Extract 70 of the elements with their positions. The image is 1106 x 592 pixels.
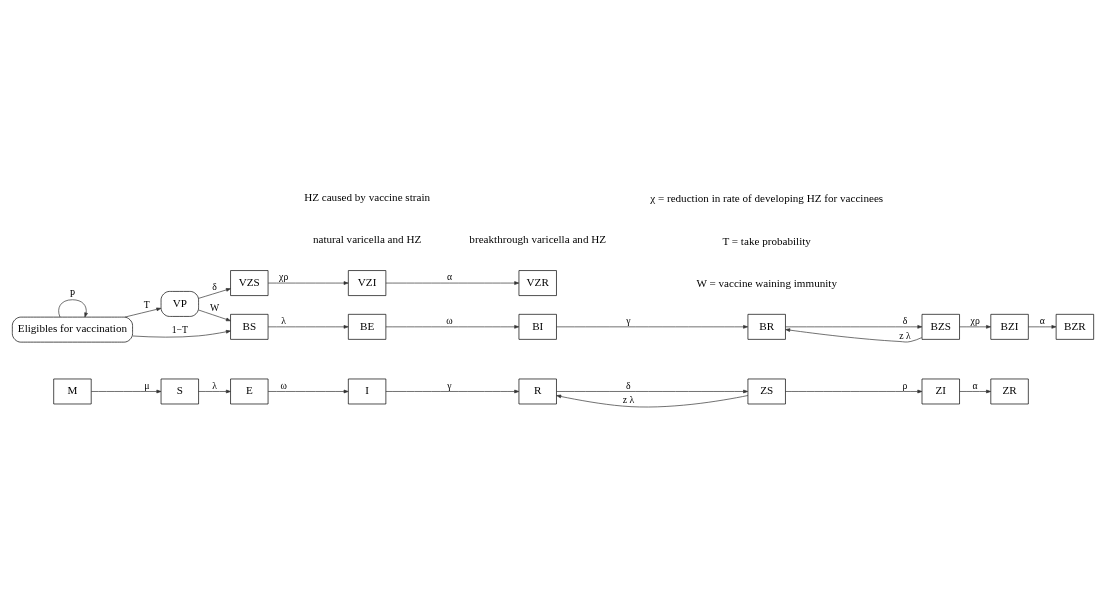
- node-box: I: [348, 378, 387, 404]
- edge-label: 1−T: [171, 323, 188, 335]
- arrow: [959, 324, 991, 329]
- node-box: S: [160, 378, 199, 404]
- arrow: [198, 389, 231, 393]
- label: χ = reduction in rate of developing HZ for vaccinees: [650, 191, 884, 204]
- node-box: VZS: [230, 269, 269, 296]
- arrow: [959, 389, 991, 393]
- node-box: BE: [348, 313, 387, 340]
- arrow: [267, 389, 349, 393]
- edge-label: χρ: [970, 314, 980, 326]
- label: HZ caused by vaccine strain: [304, 190, 431, 203]
- edge-label: λ: [281, 314, 287, 326]
- node-box: VZR: [518, 269, 557, 296]
- node-box: VZI: [348, 269, 387, 296]
- edge-label: χρ: [279, 270, 289, 282]
- arrow: [267, 280, 349, 285]
- arrow: [785, 324, 923, 329]
- edge-label: W: [209, 301, 220, 313]
- label: natural varicella and HZ: [312, 232, 422, 245]
- arrow: [91, 389, 162, 393]
- arrow: [198, 287, 231, 299]
- edge-label: δ: [902, 314, 908, 326]
- node-box: BI: [518, 313, 557, 340]
- arrow: [556, 394, 749, 407]
- edge-label: γ: [447, 379, 452, 391]
- node-box: R: [518, 378, 557, 404]
- arrow: [385, 389, 520, 393]
- node-box: ZR: [990, 378, 1029, 404]
- arrow: [198, 309, 231, 321]
- edge-label: z λ: [622, 393, 635, 405]
- node-box: BR: [747, 313, 786, 340]
- label: T = take probability: [722, 234, 811, 247]
- node-box: BZI: [990, 313, 1029, 340]
- edge-label: ρ: [902, 379, 908, 391]
- edge-label: ω: [446, 314, 453, 326]
- node-box: BS: [230, 313, 269, 340]
- arrow: [267, 324, 349, 329]
- label: W = vaccine waining immunity: [696, 276, 837, 289]
- edge-label: α: [446, 270, 452, 282]
- node-box: BZS: [921, 313, 960, 340]
- edge-label: ω: [280, 379, 287, 391]
- node-box: Eligibles for vaccination: [12, 316, 133, 342]
- node-box: ZS: [747, 378, 786, 404]
- arrow: [556, 324, 748, 329]
- edge-label: γ: [626, 314, 631, 326]
- arrow: [385, 324, 520, 329]
- edge-label: T: [143, 298, 150, 310]
- node-box: VP: [160, 290, 199, 317]
- node-box: M: [53, 378, 92, 404]
- edge-label: δ: [212, 280, 217, 292]
- edge-label: z λ: [899, 329, 911, 341]
- edge-label: δ: [626, 379, 631, 391]
- edge-label: α: [1039, 314, 1045, 326]
- arrow: [556, 389, 748, 393]
- node-box: E: [230, 378, 269, 404]
- arrow: [58, 298, 88, 317]
- arrow: [1028, 324, 1057, 329]
- node-box: BZR: [1055, 313, 1094, 340]
- node-box: ZI: [921, 378, 960, 404]
- arrow: [785, 327, 923, 342]
- label: breakthrough varicella and HZ: [469, 232, 607, 245]
- arrow: [785, 389, 923, 393]
- edge-label: P: [69, 287, 76, 299]
- arrow: [124, 307, 162, 317]
- edge-label: λ: [212, 379, 217, 391]
- arrow: [132, 329, 231, 337]
- edge-label: μ: [144, 379, 150, 391]
- edge-label: α: [972, 379, 978, 391]
- arrow: [385, 280, 520, 285]
